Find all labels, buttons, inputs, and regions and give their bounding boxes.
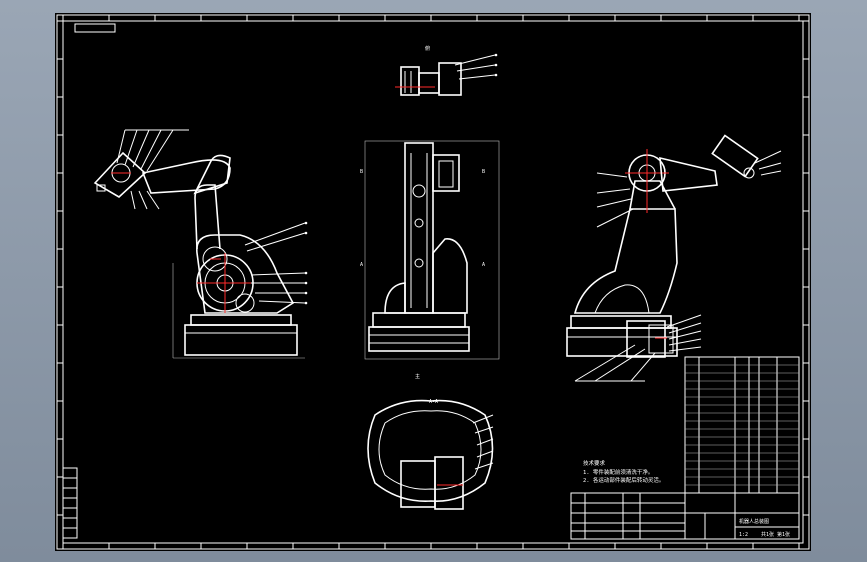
note-2: 2. 各运动部件装配后转动灵活。 bbox=[583, 476, 664, 484]
title-block: 机器人总装图 1:2 共1张 第1张 bbox=[570, 492, 800, 540]
parts-list-table bbox=[684, 356, 800, 494]
view-mark-a-left: A bbox=[360, 262, 363, 268]
bottom-section-view: A-A bbox=[367, 399, 494, 510]
forearm-left bbox=[141, 159, 231, 194]
cad-drawing: 俯 bbox=[56, 14, 810, 550]
technical-notes: 技术要求 1. 零件装配前须清洗干净。 2. 各运动部件装配后转动灵活。 bbox=[583, 459, 664, 484]
outer-border bbox=[56, 14, 810, 550]
front-view: B B A A 主 bbox=[360, 140, 500, 380]
base-left bbox=[184, 324, 298, 356]
border-zone-ticks bbox=[57, 15, 809, 549]
base-outline-top bbox=[367, 399, 494, 502]
note-1: 1. 零件装配前须清洗干净。 bbox=[583, 468, 653, 476]
view-mark-b-right: B bbox=[482, 169, 485, 175]
notes-title: 技术要求 bbox=[583, 459, 606, 467]
corner-code-box bbox=[74, 23, 116, 33]
title-scale: 1:2 bbox=[739, 532, 748, 538]
right-side-view bbox=[566, 134, 782, 382]
left-side-view bbox=[93, 129, 308, 359]
view-mark-section: A-A bbox=[429, 399, 438, 405]
view-mark-top: 俯 bbox=[425, 45, 430, 52]
view-mark-b-left: B bbox=[360, 169, 363, 175]
view-mark-front: 主 bbox=[415, 373, 420, 380]
column-front bbox=[404, 142, 434, 314]
top-detail-view: 俯 bbox=[395, 45, 498, 96]
left-stamp-boxes bbox=[62, 467, 78, 539]
title-sheet: 共1张 第1张 bbox=[761, 531, 790, 538]
inner-border bbox=[62, 20, 804, 544]
drawing-sheet: 俯 bbox=[55, 13, 811, 551]
view-mark-a-right: A bbox=[482, 262, 485, 268]
title-name: 机器人总装图 bbox=[739, 518, 769, 525]
